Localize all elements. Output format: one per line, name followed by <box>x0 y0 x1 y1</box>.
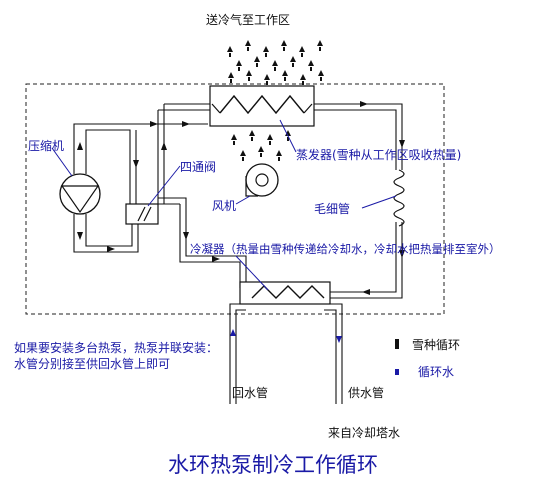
leader-four-way-valve <box>147 165 181 207</box>
water-pipes <box>229 303 343 404</box>
air-arrow <box>264 74 270 85</box>
evaporator-coil <box>219 94 305 115</box>
fan-outlet <box>245 176 258 197</box>
air-arrow <box>281 40 287 51</box>
leader-lines <box>51 119 397 291</box>
flow-arrow <box>77 232 83 240</box>
air-arrow <box>227 46 233 57</box>
air-arrow <box>245 40 251 51</box>
air-arrow <box>231 134 237 145</box>
leader-fan <box>235 195 251 205</box>
leader-condenser <box>235 255 269 291</box>
air-arrow <box>246 70 252 81</box>
air-arrow <box>299 46 305 57</box>
air-arrow <box>236 60 242 71</box>
flow-arrow <box>150 121 158 127</box>
return-water-pipe-inner <box>235 309 246 404</box>
air-arrow <box>282 70 288 81</box>
air-arrow <box>258 146 264 157</box>
pipe-evaporator-right-inner <box>314 109 397 170</box>
label-four-way-valve: 四通阀 <box>180 160 217 174</box>
label-evaporator: 蒸发器(雪种从工作区吸收热量) <box>296 148 462 162</box>
air-arrow <box>267 134 273 145</box>
air-arrow <box>240 150 246 161</box>
leader-compressor <box>51 147 73 177</box>
air-arrow <box>308 60 314 71</box>
evaporator-coil-in <box>211 103 221 114</box>
legend-refrigerant-mark <box>395 339 399 349</box>
air-arrow <box>317 40 323 51</box>
unit-boundary <box>25 83 445 315</box>
pipe-compressor-bottom <box>73 214 139 253</box>
air-arrow <box>272 60 278 71</box>
flow-arrow <box>133 160 139 168</box>
label-capillary: 毛细管 <box>314 202 351 216</box>
compressor-symbol <box>59 173 101 215</box>
leader-evaporator <box>279 119 297 153</box>
flow-arrow <box>161 142 167 150</box>
pipe-valve-condenser-inner <box>185 204 247 288</box>
label-from-cooling-tower: 来自冷却塔水 <box>328 426 401 440</box>
flow-arrow <box>107 246 115 252</box>
air-arrow <box>276 150 282 161</box>
air-arrow <box>228 72 234 83</box>
pipe-valve-condenser <box>179 204 241 288</box>
diagram-title: 水环热泵制冷工作循环 <box>168 453 378 477</box>
flow-arrow <box>212 256 220 262</box>
water-arrow <box>336 336 342 343</box>
pipe-compressor-top-inner <box>85 129 131 204</box>
flow-arrow <box>77 142 83 150</box>
condenser-box <box>239 281 331 305</box>
pipe-compressor-bottom-inner <box>85 214 133 247</box>
air-arrow <box>300 74 306 85</box>
air-arrow <box>249 130 255 141</box>
label-fan: 风机 <box>212 199 237 213</box>
pipe-compressor-top <box>73 123 208 174</box>
pipe-capillary-down <box>330 222 403 299</box>
leader-capillary <box>361 195 397 209</box>
label-condenser: 冷凝器（热量由雪种传递给冷却水，冷却水把热量排至室外） <box>190 242 501 256</box>
water-flow-arrows <box>230 329 342 343</box>
pipe-valve-evaporator-inner <box>158 103 210 204</box>
capillary-coil <box>393 169 405 227</box>
water-arrow <box>230 329 236 336</box>
flow-arrow <box>399 140 405 148</box>
air-arrow <box>318 70 324 81</box>
cool-air-arrows <box>227 40 324 85</box>
flow-arrow <box>183 232 189 240</box>
refrigerant-flow-arrows <box>77 101 405 295</box>
pipe-valve-side <box>158 197 187 205</box>
label-compressor: 压缩机 <box>28 139 65 153</box>
flow-arrow <box>360 101 368 107</box>
pipe-capillary-down-inner <box>330 222 397 293</box>
flow-arrow <box>182 121 190 127</box>
legend-refrigerant-label: 雪种循环 <box>412 338 461 352</box>
evaporator-box <box>209 85 315 127</box>
evaporator-coil-out <box>303 103 313 114</box>
legend-water-mark <box>395 369 399 375</box>
compressor-triangle <box>60 185 100 214</box>
note-parallel-installation: 如果要安装多台热泵，热泵并联安装：水管分别接至供回水管上即可 <box>14 341 219 371</box>
label-supply-pipe: 供水管 <box>348 386 385 400</box>
return-water-pipe <box>229 303 240 404</box>
air-arrow <box>290 56 296 67</box>
refrigerant-pipes <box>73 103 403 299</box>
supply-water-pipe-inner <box>324 309 337 404</box>
label-cool-air-to-work-area: 送冷气至工作区 <box>206 13 291 27</box>
air-arrow <box>263 46 269 57</box>
flow-arrow <box>362 289 370 295</box>
legend-water-label: 循环水 <box>418 365 455 379</box>
supply-water-pipe <box>330 303 343 404</box>
flow-arrow <box>399 250 405 258</box>
label-return-pipe: 回水管 <box>232 386 269 400</box>
four-way-valve-slash <box>143 206 152 222</box>
fan-housing <box>245 163 279 197</box>
four-way-valve-slash <box>137 206 146 222</box>
air-arrow <box>254 56 260 67</box>
fan-air-arrows <box>231 130 291 161</box>
fan-hub <box>255 173 269 187</box>
